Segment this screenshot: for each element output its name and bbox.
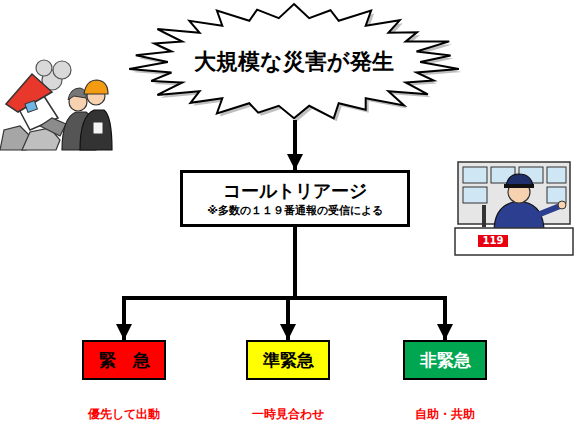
console-number: 119: [478, 235, 508, 247]
dispatch-desk: [455, 228, 573, 255]
firefighter-helmet: [84, 80, 108, 94]
smoke-puff: [36, 60, 52, 76]
dispatcher-illustration: [455, 162, 573, 255]
node-title: コールトリアージ: [223, 180, 367, 202]
triage-box: コールトリアージ ※多数の１１９番通報の受信による: [180, 170, 410, 227]
firefighter-clipboard: [93, 122, 103, 134]
microphone: [482, 205, 486, 227]
flow-arrow: [288, 227, 295, 340]
dispatcher-cap-brim: [504, 184, 534, 188]
node-title: 非緊急: [420, 350, 471, 370]
firefighter-body: [80, 110, 112, 150]
node-title: 緊 急: [99, 350, 150, 370]
flow-arrow: [295, 227, 445, 340]
action-label: 一時見合わせ: [228, 407, 348, 421]
disaster-illustration: [0, 60, 112, 150]
disaster-burst: 大規模な災害が発生: [128, 4, 460, 120]
category-box: 緊 急: [82, 340, 166, 380]
monitor-screen: [547, 167, 566, 183]
action-label: 自助・共助: [385, 407, 505, 421]
dispatcher-arm: [540, 206, 560, 214]
dispatcher-hand: [558, 201, 566, 209]
flow-arrow: [124, 227, 295, 340]
category-box: 準緊急: [246, 340, 330, 380]
monitor-screen: [547, 187, 566, 203]
category-box: 非緊急: [403, 340, 487, 380]
flow-arrow: [293, 120, 297, 170]
monitor-screen: [463, 187, 487, 203]
monitor-screen: [463, 167, 487, 183]
action-label: 優先して出動: [64, 407, 184, 421]
node-title: 大規模な災害が発生: [194, 49, 394, 75]
smoke-puff: [53, 61, 71, 79]
burst-shape: [129, 4, 459, 118]
node-title: 準緊急: [263, 350, 314, 370]
node-note: ※多数の１１９番通報の受信による: [207, 204, 383, 217]
rubble-rock: [40, 118, 66, 136]
house-roof: [6, 74, 52, 112]
house-window: [25, 101, 37, 113]
